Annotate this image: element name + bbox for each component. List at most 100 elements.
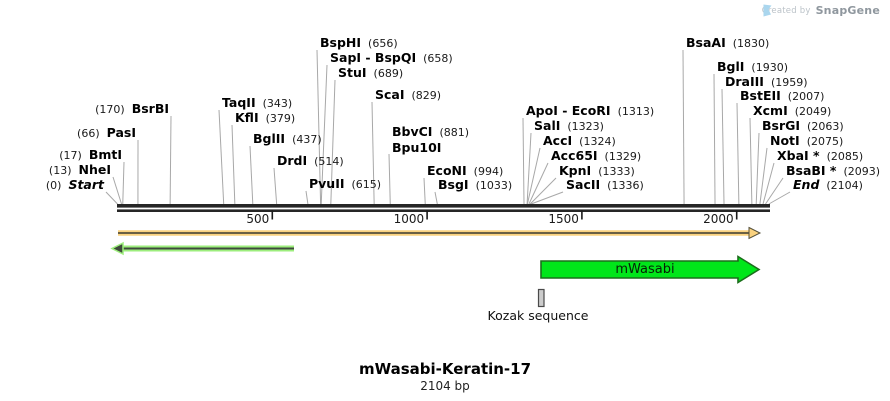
site-label-acci: AccI (1324)	[543, 133, 616, 149]
enzyme-name: PvuII	[309, 176, 345, 191]
enzyme-name: KpnI	[559, 163, 592, 178]
site-label-end: End(2104)	[793, 177, 863, 193]
connector-line-pvuii	[305, 190, 309, 205]
site-label-stui: StuI (689)	[338, 65, 403, 81]
connector-line-bsteii	[736, 102, 740, 205]
site-label-xcmi: XcmI(2049)	[753, 103, 831, 119]
site-position: (13)	[48, 164, 72, 177]
enzyme-name: BmtI	[88, 147, 122, 162]
enzyme-name: StuI	[338, 65, 367, 80]
enzyme-name: Start	[68, 177, 104, 192]
ruler-tick-label: 2000	[703, 212, 734, 226]
site-position: (615)	[351, 178, 382, 191]
site-position: (1930)	[751, 61, 788, 74]
connector-line-draiii	[721, 88, 725, 205]
site-position: (2075)	[806, 135, 844, 148]
site-position: (17)	[59, 149, 82, 162]
enzyme-name: ScaI	[375, 87, 405, 102]
connector-line-bsaai	[682, 49, 685, 205]
site-label-bbvci: BbvCI(881)Bpu10I	[392, 124, 469, 155]
site-label-drdi: DrdI(514)	[277, 153, 344, 169]
enzyme-name: ApoI - EcoRI	[526, 103, 611, 118]
site-label-nhei: (13) NheI	[49, 162, 111, 178]
site-position: (514)	[314, 155, 344, 168]
site-position: (658)	[423, 52, 453, 65]
site-label-apoi: ApoI - EcoRI (1313)	[526, 103, 654, 119]
site-label-bsaai: BsaAI(1830)	[686, 35, 769, 51]
enzyme-name: NheI	[78, 162, 112, 177]
enzyme-name: BsrBI	[131, 101, 169, 116]
site-position: (343)	[262, 97, 293, 110]
site-label-bsphi: BspHI(656)	[320, 35, 398, 51]
site-label-bsrbi: (170) BsrBI	[95, 101, 169, 117]
connector-line-start	[105, 191, 118, 205]
map-title: mWasabi-Keratin-17	[358, 360, 532, 378]
enzyme-name: End	[793, 177, 820, 192]
site-position: (170)	[95, 103, 125, 116]
site-position: (994)	[473, 165, 504, 178]
enzyme-name: Acc65I	[551, 148, 598, 163]
connector-line-bgli	[713, 73, 716, 205]
enzyme-name: AccI	[543, 133, 573, 148]
connector-line-kpni	[529, 177, 557, 205]
enzyme-name: XcmI	[753, 103, 788, 118]
enzyme-name: BglI	[717, 59, 745, 74]
site-label-bmti: (17) BmtI	[59, 147, 122, 163]
kozak-sequence-label: Kozak sequence	[487, 308, 589, 323]
connector-line-econi	[423, 177, 426, 205]
enzyme-name: BglII	[253, 131, 286, 146]
mwasabi-feature-label: mWasabi	[615, 262, 675, 277]
enzyme-name: DraIII	[725, 74, 764, 89]
connector-line-drdi	[273, 167, 278, 205]
site-position: (689)	[373, 67, 404, 80]
connector-line-xbai	[762, 162, 775, 205]
enzyme-name: TaqII	[222, 95, 256, 110]
snapgene-watermark: Created by SnapGene	[762, 4, 880, 17]
site-label-econi: EcoNI(994)	[427, 163, 503, 179]
site-label-acc65i: Acc65I(1329)	[551, 148, 641, 164]
site-label-pasi: (66)PasI	[77, 125, 136, 141]
connector-line-noti	[759, 147, 768, 205]
connector-line-sali	[526, 132, 532, 205]
site-label-bgli: BglI (1930)	[717, 59, 788, 75]
enzyme-name-second: Bpu10I	[392, 140, 442, 155]
site-position: (1324)	[579, 135, 616, 148]
site-label-start: (0)Start	[46, 177, 104, 193]
connector-line-end	[768, 191, 791, 205]
site-position: (1959)	[770, 76, 808, 89]
connector-line-sapi	[320, 64, 328, 205]
connector-line-bmti	[122, 161, 125, 205]
site-label-kpni: KpnI(1333)	[559, 163, 635, 179]
site-label-draiii: DraIII (1959)	[725, 74, 808, 90]
enzyme-name: NotI	[770, 133, 800, 148]
connector-line-xcmi	[749, 117, 753, 205]
map-length: 2104 bp	[420, 379, 470, 393]
site-label-xbai: XbaI *(2085)	[777, 148, 863, 164]
site-label-sacii: SacII(1336)	[566, 177, 644, 193]
enzyme-name: BbvCI	[392, 124, 433, 139]
connector-line-scai	[371, 101, 375, 205]
reverse-feature-arrowhead	[110, 241, 124, 256]
connector-line-stui	[330, 79, 336, 205]
sequence-bar-bottom	[117, 209, 770, 212]
site-label-bglii: BglII(437)	[253, 131, 322, 147]
enzyme-name: BsaAI	[686, 35, 726, 50]
enzyme-name: KflI	[235, 110, 259, 125]
connector-line-bglii	[249, 145, 254, 205]
sequence-bar-top	[117, 204, 770, 208]
ruler-tick-label: 500	[246, 212, 270, 226]
site-position: (1313)	[617, 105, 655, 118]
site-position: (1336)	[607, 179, 644, 192]
connector-line-bsrbi	[169, 115, 172, 205]
site-position: (656)	[368, 37, 398, 50]
enzyme-name: XbaI *	[777, 148, 820, 163]
site-label-kfli: KflI(379)	[235, 110, 295, 126]
connector-line-taqii	[218, 109, 225, 205]
mwasabi-arrow	[540, 255, 761, 284]
site-label-sapi: SapI - BspQI(658)	[330, 50, 453, 66]
connector-line-bsgi	[434, 191, 438, 205]
snapgene-brand-text: SnapGene	[815, 4, 880, 17]
connector-line-bsabi	[765, 177, 784, 205]
